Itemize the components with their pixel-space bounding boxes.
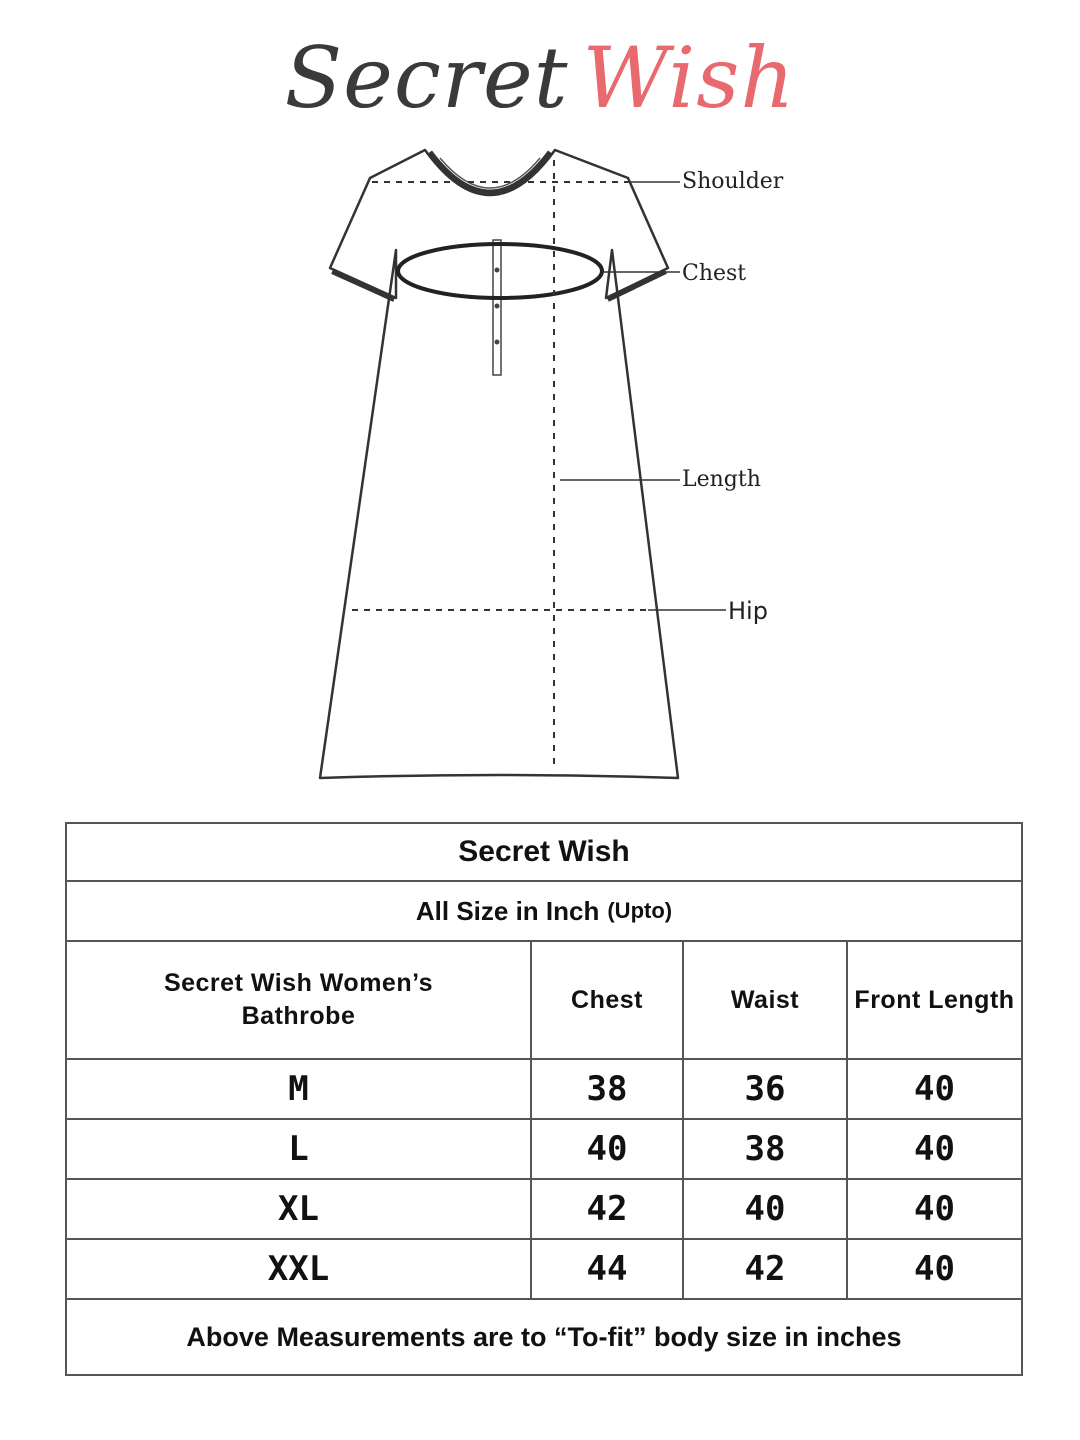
garment-diagram: Shoulder Chest Length Hip	[318, 148, 784, 780]
chest-cell: 40	[532, 1120, 684, 1178]
button	[494, 339, 500, 345]
left-sleeve-cuff	[331, 270, 395, 302]
logo-word-wish: Wish	[582, 29, 796, 127]
size-chart-table: Secret Wish All Size in Inch (Upto) Secr…	[65, 822, 1023, 1376]
front-length-cell: 40	[914, 1129, 955, 1169]
header-product: Secret Wish Women’s Bathrobe	[67, 942, 532, 1058]
table-unit-cell: All Size in Inch (Upto)	[67, 882, 1021, 940]
neckline-trim	[428, 150, 552, 195]
button	[494, 303, 500, 309]
measurement-note: Above Measurements are to “To-fit” body …	[186, 1321, 902, 1352]
table-header-row: Secret Wish Women’s Bathrobe Chest Waist…	[67, 942, 1021, 1060]
table-footer-row: Above Measurements are to “To-fit” body …	[67, 1300, 1021, 1374]
neckline-trim-inner	[439, 157, 541, 189]
size-cell: M	[67, 1060, 532, 1118]
chest-cell: 44	[532, 1240, 684, 1298]
header-chest: Chest	[532, 942, 684, 1058]
chest-label: Chest	[682, 261, 746, 286]
waist-cell: 40	[684, 1180, 848, 1238]
table-row: XXL 44 42 40	[67, 1240, 1021, 1300]
header-front-length: Front Length	[854, 985, 1015, 1014]
shoulder-label: Shoulder	[682, 169, 784, 194]
waist-cell: 36	[684, 1060, 848, 1118]
size-cell: XL	[67, 1180, 532, 1238]
chest-cell: 38	[532, 1060, 684, 1118]
table-row: XL 42 40 40	[67, 1180, 1021, 1240]
table-row: M 38 36 40	[67, 1060, 1021, 1120]
table-unit-row: All Size in Inch (Upto)	[67, 882, 1021, 942]
unit-title: All Size in Inch	[415, 895, 600, 926]
length-label: Length	[682, 467, 761, 492]
front-length-cell: 40	[914, 1249, 955, 1289]
size-cell: L	[67, 1120, 532, 1178]
chest-measure-ellipse	[396, 242, 604, 300]
chest-cell: 42	[532, 1180, 684, 1238]
waist-cell: 38	[684, 1120, 848, 1178]
logo-word-secret: Secret	[284, 29, 569, 127]
button	[494, 267, 500, 273]
right-sleeve-cuff	[607, 270, 667, 302]
hip-label: Hip	[728, 597, 768, 625]
size-cell: XXL	[67, 1240, 532, 1298]
table-brand-row: Secret Wish	[67, 824, 1021, 882]
header-waist: Waist	[684, 942, 848, 1058]
front-length-cell: 40	[914, 1069, 955, 1109]
table-brand-title: Secret Wish	[458, 835, 630, 868]
waist-cell: 42	[684, 1240, 848, 1298]
front-length-cell: 40	[914, 1189, 955, 1229]
garment-outline	[318, 148, 680, 780]
table-row: L 40 38 40	[67, 1120, 1021, 1180]
unit-note: (Upto)	[607, 898, 673, 923]
button-placket	[492, 239, 502, 376]
